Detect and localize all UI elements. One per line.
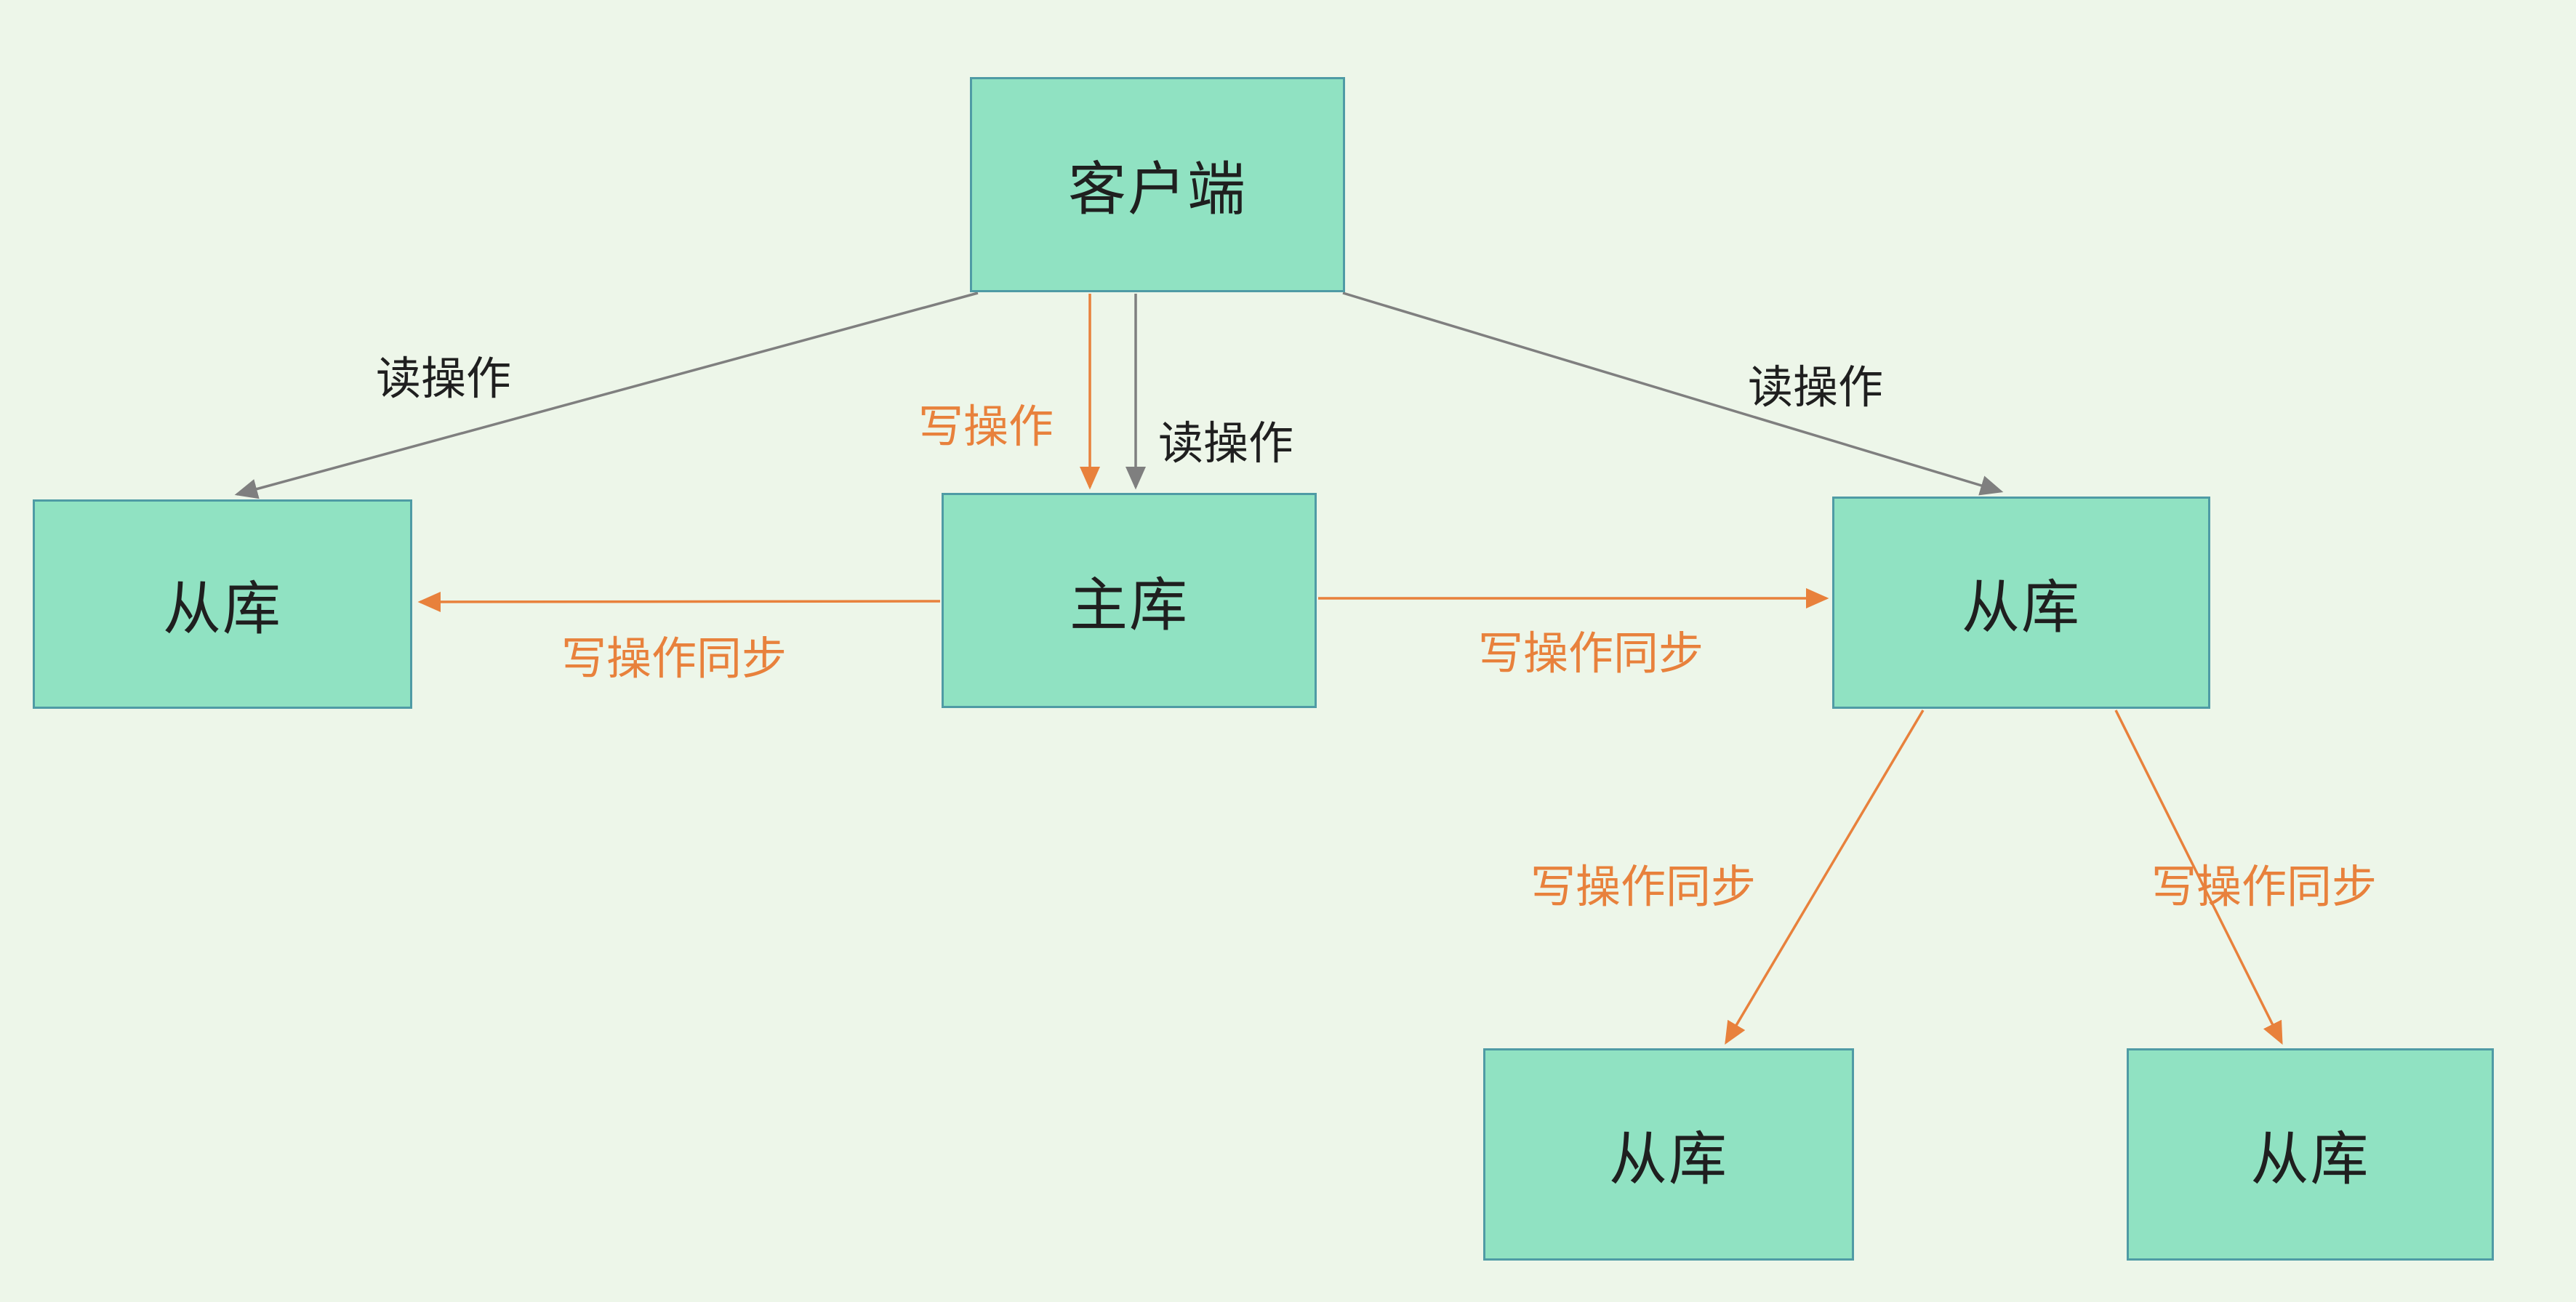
node-slave-bottom-right-label: 从库 — [2250, 1127, 2370, 1192]
edge-label-sync-bottom-left: 写操作同步 — [1530, 862, 1757, 912]
node-master-label: 主库 — [1070, 573, 1189, 638]
node-client-label: 客户端 — [1068, 157, 1247, 222]
edge-label-sync-right: 写操作同步 — [1477, 629, 1704, 679]
node-slave-right-label: 从库 — [1962, 575, 2081, 640]
node-slave-bottom-left: 从库 — [1483, 1048, 1854, 1261]
node-client: 客户端 — [970, 77, 1345, 292]
node-master: 主库 — [942, 493, 1317, 708]
edge-label-sync-bottom-right: 写操作同步 — [2151, 862, 2378, 912]
edge-sync-slave-right-to-slave-bottom-right — [2114, 710, 2283, 1045]
edge-label-read-left: 读操作 — [375, 354, 512, 404]
node-slave-right: 从库 — [1832, 497, 2210, 709]
edge-sync-slave-right-to-slave-bottom-left — [1725, 710, 1925, 1045]
node-slave-left: 从库 — [33, 499, 412, 709]
edge-label-read-mid: 读操作 — [1157, 419, 1294, 469]
edge-sync-master-to-slave-left — [417, 591, 941, 612]
node-slave-bottom-right: 从库 — [2127, 1048, 2494, 1261]
node-slave-left-label: 从库 — [163, 576, 282, 641]
edge-label-read-right: 读操作 — [1747, 363, 1884, 413]
node-slave-bottom-left-label: 从库 — [1609, 1127, 1728, 1192]
edge-label-write: 写操作 — [918, 402, 1054, 452]
edge-label-sync-left: 写操作同步 — [561, 634, 787, 684]
edge-read-client-to-slave-right — [1342, 292, 2004, 496]
edge-read-client-to-slave-left — [234, 292, 979, 499]
